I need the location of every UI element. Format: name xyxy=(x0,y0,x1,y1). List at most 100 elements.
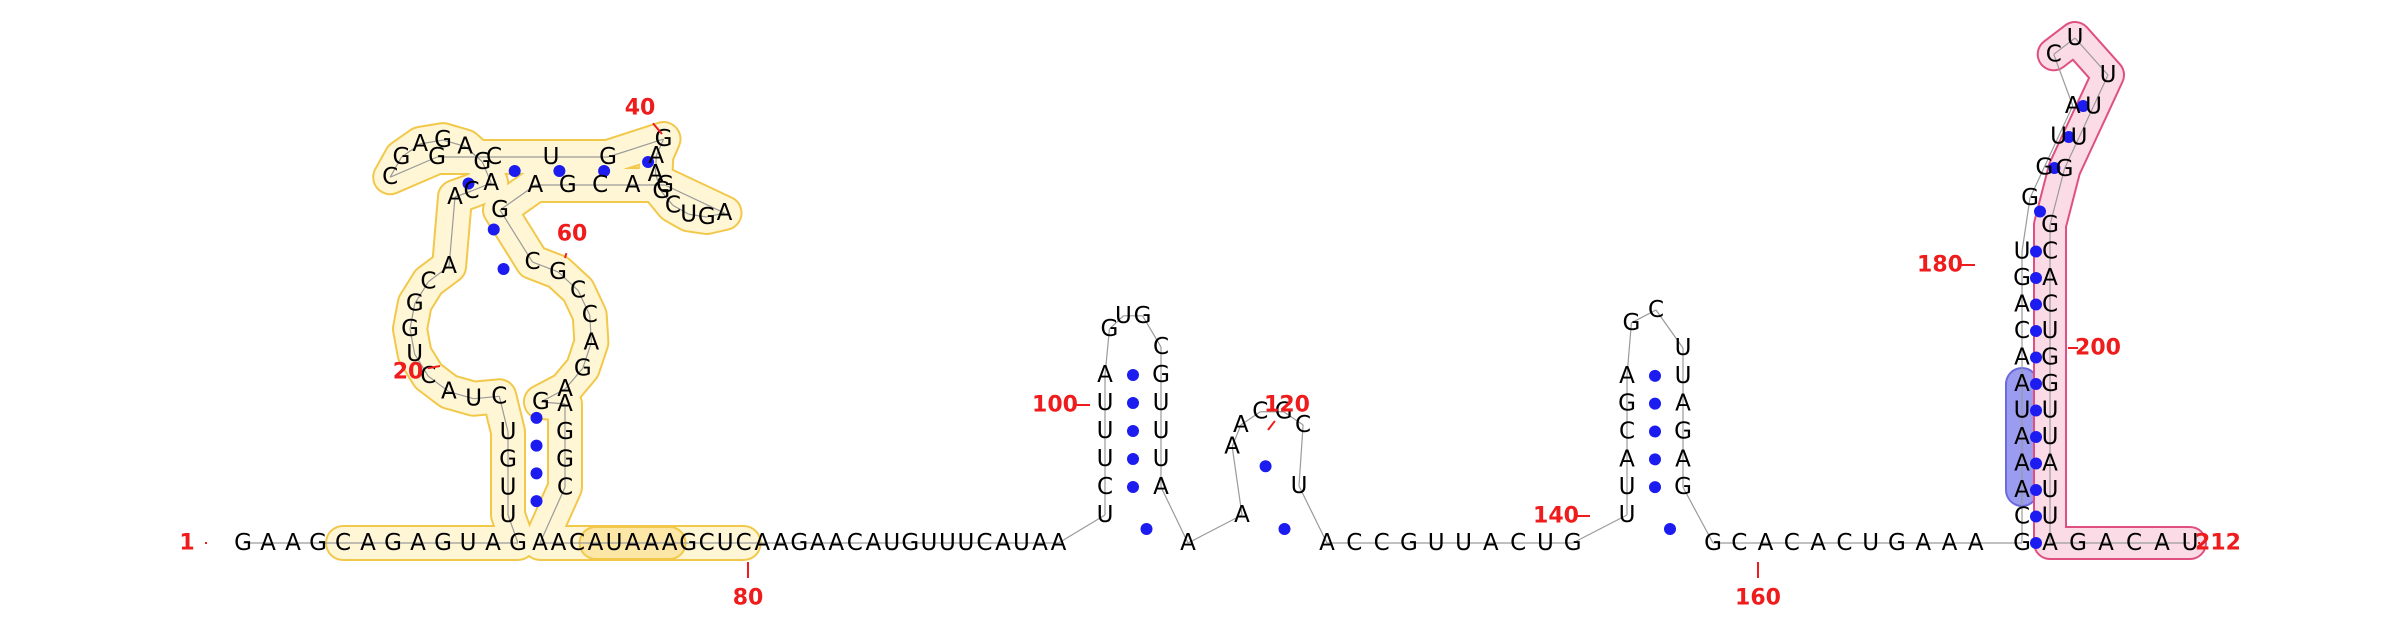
base-pair-dot xyxy=(1127,397,1139,409)
nucleotide: C xyxy=(491,383,507,409)
nucleotide: C xyxy=(1648,297,1664,323)
backbone-link xyxy=(1283,411,1304,426)
nucleotide: C xyxy=(570,277,586,303)
nucleotide: A xyxy=(485,530,501,556)
nucleotide: U xyxy=(957,530,974,556)
nucleotide: A xyxy=(625,172,641,198)
nucleotide: G xyxy=(434,127,452,153)
nucleotide: G xyxy=(2035,154,2053,180)
nucleotide: U xyxy=(500,419,517,445)
nucleotide: A xyxy=(2042,451,2058,477)
numbering-label: 60 xyxy=(557,222,588,247)
numbering-label: 40 xyxy=(625,96,656,121)
nucleotide: U xyxy=(680,201,697,227)
backbone-link xyxy=(464,146,483,163)
nucleotide: U xyxy=(1097,502,1114,528)
nucleotide: A xyxy=(410,530,426,556)
nucleotide: G xyxy=(499,447,517,473)
nucleotide: A xyxy=(1675,446,1691,472)
nucleotide: C xyxy=(1346,530,1362,556)
backbone-link xyxy=(448,391,474,400)
backbone-layer xyxy=(243,37,2190,544)
nucleotide: G xyxy=(655,126,673,152)
backbone-link xyxy=(389,156,438,178)
backbone-link xyxy=(582,342,592,369)
nucleotide: G xyxy=(556,447,574,473)
nucleotide: G xyxy=(401,316,419,342)
numbering-tick xyxy=(1267,420,1276,431)
nucleotide: G xyxy=(559,172,577,198)
backbone-link xyxy=(409,328,416,355)
nucleotide: A xyxy=(2065,93,2081,119)
nucleotide: U xyxy=(1675,335,1692,361)
nucleotide: A xyxy=(2042,530,2058,556)
backbone-link xyxy=(564,367,584,390)
base-pair-dot xyxy=(1259,460,1272,473)
backbone-link xyxy=(1109,315,1124,330)
nucleotide: U xyxy=(2014,398,2031,424)
nucleotide: C xyxy=(1619,419,1635,445)
nucleotide: G xyxy=(549,259,567,285)
nucleotide: G xyxy=(2056,156,2074,182)
nucleotide: C xyxy=(2046,41,2062,67)
nucleotide: G xyxy=(2013,265,2031,291)
nucleotide: C xyxy=(557,474,573,500)
base-pair-dot xyxy=(2030,325,2042,337)
nucleotide: A xyxy=(457,133,473,159)
nucleotide: U xyxy=(717,530,734,556)
nucleotide: U xyxy=(543,144,560,170)
nucleotide: A xyxy=(648,143,664,169)
nucleotide: A xyxy=(551,530,567,556)
nucleotide: A xyxy=(412,131,428,157)
nucleotide: C xyxy=(2126,530,2142,556)
backbone-link xyxy=(557,271,579,291)
backbone-link xyxy=(1058,514,1106,544)
base-pair-dot xyxy=(2030,537,2042,549)
backbone-link xyxy=(481,161,492,184)
backbone-link xyxy=(540,388,566,403)
base-pair-dot xyxy=(530,467,543,480)
base-pair-dot xyxy=(1649,425,1661,438)
nucleotide: U xyxy=(2085,93,2102,119)
base-pair-dot xyxy=(1649,369,1661,382)
numbering-label: 200 xyxy=(2075,336,2121,361)
nucleotide: U xyxy=(1619,502,1636,528)
nucleotide: G xyxy=(393,144,411,170)
nucleotide: A xyxy=(643,530,659,556)
base-pair-dot xyxy=(1127,481,1139,493)
backbone-link xyxy=(2057,105,2074,137)
backbone-link xyxy=(577,290,591,316)
backbone-link xyxy=(414,281,429,304)
nucleotide: A xyxy=(447,184,463,210)
nucleotide: A xyxy=(260,530,276,556)
nucleotide: A xyxy=(1234,502,1250,528)
nucleotide: A xyxy=(557,391,573,417)
nucleotide: C xyxy=(2042,292,2058,318)
base-pair-dot xyxy=(487,223,500,236)
backbone-link xyxy=(655,138,665,156)
nucleotide: A xyxy=(441,253,457,279)
base-pair-dot xyxy=(2077,100,2090,112)
nucleotide: U xyxy=(883,530,900,556)
base-pair-dot xyxy=(2030,351,2042,364)
nucleotide: G xyxy=(532,389,550,415)
backbone-link xyxy=(539,487,566,544)
backbone-link xyxy=(2021,197,2031,252)
nucleotide: A xyxy=(1942,530,1958,556)
backbone-link xyxy=(654,173,662,192)
nucleotide: G xyxy=(309,530,327,556)
nucleotide: A xyxy=(773,530,789,556)
nucleotide: C xyxy=(1731,530,1747,556)
nucleotide: C xyxy=(2042,239,2058,265)
nucleotide: U xyxy=(465,386,482,412)
nucleotide: G xyxy=(1564,530,1582,556)
base-pair-dot xyxy=(508,165,521,177)
backbone-link xyxy=(540,401,566,405)
base-pair-layer xyxy=(462,100,2090,549)
nucleotide: C xyxy=(463,178,479,204)
nucleotide: C xyxy=(736,530,752,556)
nucleotide: G xyxy=(1101,316,1119,342)
nucleotide: C xyxy=(1252,399,1268,425)
